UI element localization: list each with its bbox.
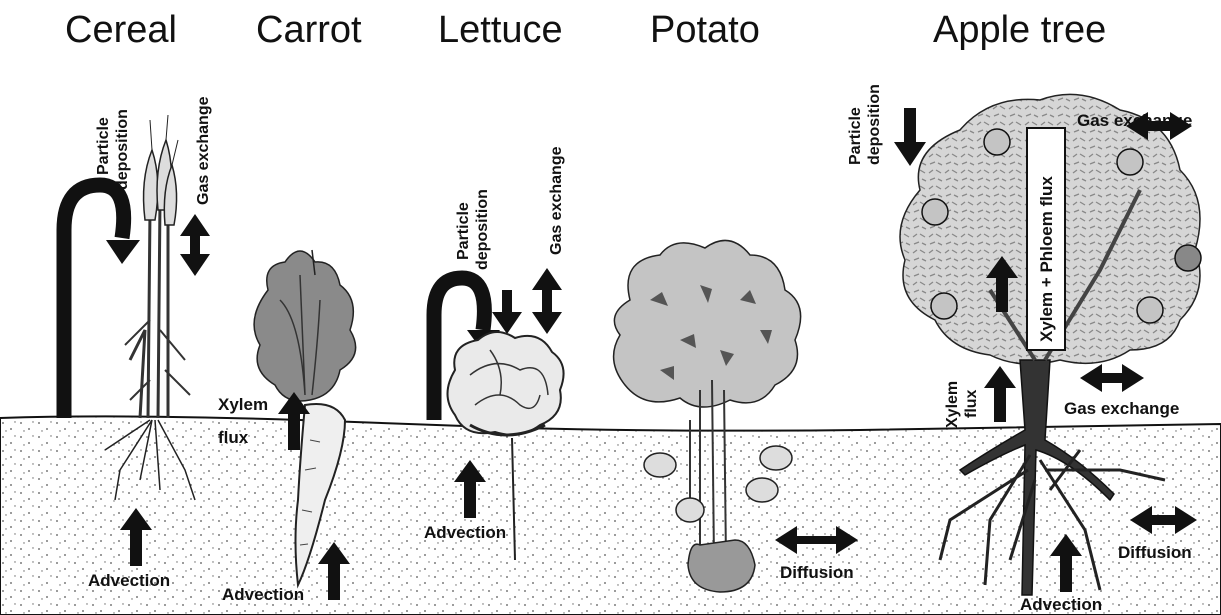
cereal-gas-exchange-label: Gas exchange xyxy=(195,96,212,205)
svg-text:deposition: deposition xyxy=(474,189,491,270)
cereal-gas-exchange-arrow xyxy=(180,214,210,276)
carrot-advection-label: Advection xyxy=(222,585,304,604)
xylem-phloem-flux-label: Xylem + Phloem flux xyxy=(1037,176,1056,342)
lettuce-particle-deposition-label: Particle deposition xyxy=(455,189,491,270)
cereal-advection-label: Advection xyxy=(88,571,170,590)
cereal-deposition-hook-arrow xyxy=(64,185,140,418)
apple-xylem-flux-label: Xylem flux xyxy=(944,381,980,428)
title-apple-tree: Apple tree xyxy=(933,9,1106,51)
title-cereal: Cereal xyxy=(65,9,177,51)
apple-advection-label: Advection xyxy=(1020,595,1102,614)
lettuce-gas-exchange-arrow xyxy=(532,268,562,334)
apple-gas-exchange-bottom-arrow xyxy=(1080,364,1144,392)
apple-particle-deposition-label: Particle deposition xyxy=(847,84,883,165)
apple-deposition-arrow xyxy=(894,108,926,166)
title-carrot: Carrot xyxy=(256,9,362,51)
svg-text:Particle: Particle xyxy=(95,117,112,175)
apple-diffusion-label: Diffusion xyxy=(1118,543,1192,562)
title-potato: Potato xyxy=(650,9,760,51)
svg-text:Particle: Particle xyxy=(455,202,472,260)
title-lettuce: Lettuce xyxy=(438,9,563,51)
apple-gas-exchange-bottom-label: Gas exchange xyxy=(1064,399,1179,418)
potato-diffusion-label: Diffusion xyxy=(780,563,854,582)
svg-text:flux: flux xyxy=(218,428,249,447)
svg-text:Xylem: Xylem xyxy=(218,395,268,414)
apple-xylem-flux-arrow xyxy=(984,366,1016,422)
svg-text:flux: flux xyxy=(963,389,980,418)
lettuce-advection-label: Advection xyxy=(424,523,506,542)
svg-text:deposition: deposition xyxy=(866,84,883,165)
svg-text:Particle: Particle xyxy=(847,107,864,165)
svg-text:Xylem: Xylem xyxy=(944,381,961,428)
apple-xylem-phloem-box: Xylem + Phloem flux xyxy=(1027,128,1065,350)
svg-text:deposition: deposition xyxy=(114,109,131,190)
lettuce-deposition-arrow xyxy=(492,290,522,334)
lettuce-gas-exchange-label: Gas exchange xyxy=(548,146,565,255)
